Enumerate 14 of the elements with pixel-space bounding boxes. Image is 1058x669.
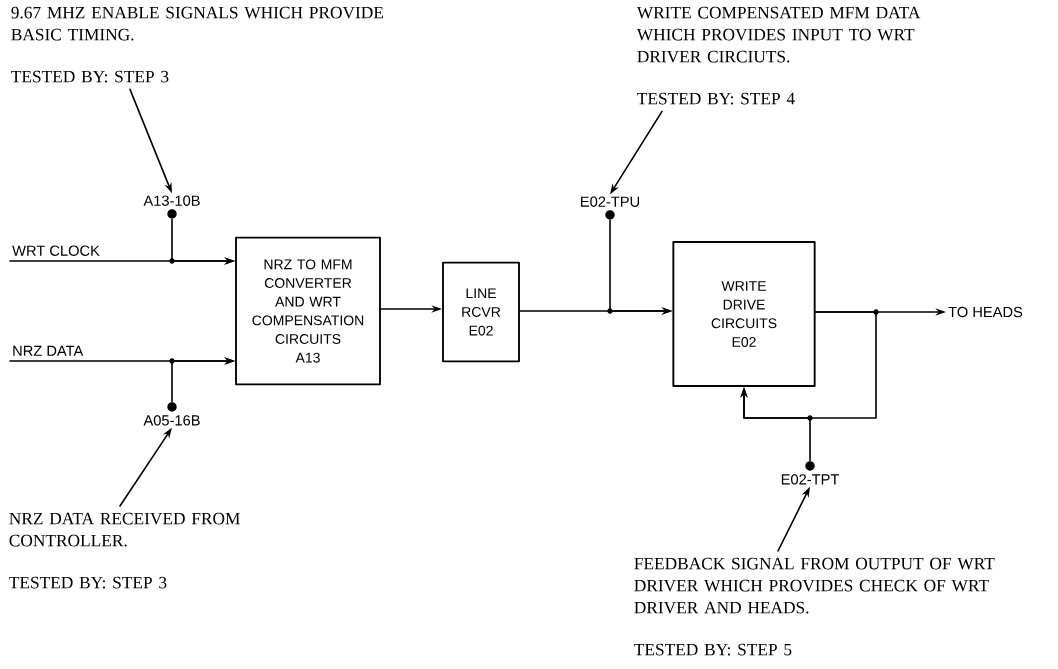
circuit-box: LINE RCVR E02: [442, 261, 520, 363]
signal-label: NRZ DATA: [13, 345, 84, 356]
annotation-text: NRZ DATA RECEIVED FROM CONTROLLER. TESTED BY: STEP 3: [9, 512, 240, 589]
test-point-label: A05-16B: [143, 415, 200, 426]
circuit-box: NRZ TO MFM CONVERTER AND WRT COMPENSATION CIRCUITS A13: [235, 236, 381, 386]
annotation-text: 9.67 MHZ ENABLE SIGNALS WHICH PROVIDE BASIC TIMING. TESTED BY: STEP 3: [11, 6, 384, 83]
circuit-box: WRITE DRIVE CIRCUITS E02: [672, 241, 816, 387]
test-point-label: E02-TPU: [581, 196, 639, 207]
signal-label: TO HEADS: [948, 306, 1023, 318]
test-point-label: E02-TPT: [781, 474, 839, 485]
annotation-text: WRITE COMPENSATED MFM DATA WHICH PROVIDES INPUT TO WRT DRIVER CIRCIUTS. TESTED BY: STEP 4: [636, 6, 921, 105]
signal-label: WRT CLOCK: [12, 245, 100, 256]
test-point-label: A13-10B: [143, 195, 200, 206]
annotation-text: FEEDBACK SIGNAL FROM OUTPUT OF WRT DRIVER WHICH PROVIDES CHECK OF WRT DRIVER AND HEADS. TESTED BY: STEP 5: [634, 557, 995, 656]
